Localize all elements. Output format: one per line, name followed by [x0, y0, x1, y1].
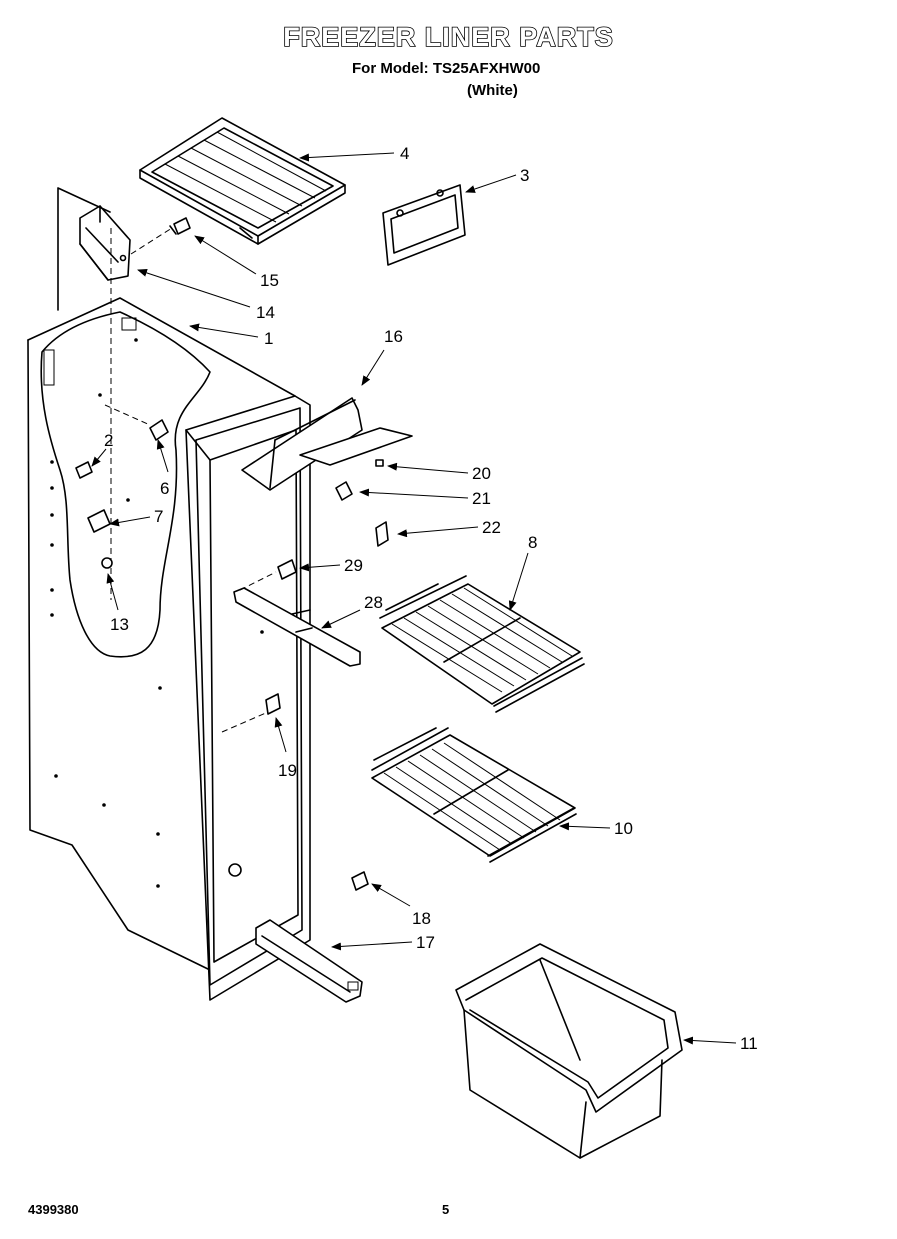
document-number: 4399380 — [28, 1202, 79, 1217]
dashed-guide — [130, 227, 173, 255]
part-28-bracket — [233, 571, 361, 667]
part-15-screw — [169, 217, 191, 235]
callout-17: 17 — [416, 933, 435, 952]
callout-21: 21 — [472, 489, 491, 508]
part-13-plug — [101, 557, 113, 569]
callout-28: 28 — [364, 593, 383, 612]
page-number: 5 — [442, 1202, 450, 1217]
callout-labels: 4 3 15 14 1 16 2 6 7 13 20 21 22 8 29 28… — [104, 144, 758, 1053]
part-17-trim — [255, 919, 363, 1003]
part-29-screw — [277, 559, 297, 580]
callout-8: 8 — [528, 533, 537, 552]
callout-13: 13 — [110, 615, 129, 634]
callout-3: 3 — [520, 166, 529, 185]
part-22-clip — [375, 521, 389, 547]
part-14-bracket — [79, 205, 131, 281]
leader-lines — [91, 152, 737, 1045]
part-3-frame — [382, 184, 466, 266]
part-10-wire-shelf — [371, 727, 577, 863]
part-6-clip — [149, 419, 169, 441]
callout-4: 4 — [400, 144, 409, 163]
callout-7: 7 — [154, 507, 163, 526]
part-21-fastener — [335, 481, 353, 501]
callout-29: 29 — [344, 556, 363, 575]
callout-18: 18 — [412, 909, 431, 928]
callout-11: 11 — [740, 1034, 758, 1053]
callout-2: 2 — [104, 431, 113, 450]
callout-6: 6 — [160, 479, 169, 498]
part-18-screw — [351, 871, 369, 891]
part-11-bin — [455, 943, 683, 1159]
model-line: For Model: TS25AFXHW00 — [352, 60, 541, 77]
part-7-fastener — [87, 509, 111, 533]
callout-14: 14 — [256, 303, 275, 322]
part-2-screw — [75, 461, 93, 479]
callout-1: 1 — [264, 329, 273, 348]
part-16-cover — [241, 397, 363, 491]
diagram-title: FREEZER LINER PARTS — [282, 21, 614, 53]
part-20-plate — [299, 427, 413, 467]
callout-10: 10 — [614, 819, 633, 838]
callout-22: 22 — [482, 518, 501, 537]
part-4-top-shelf — [139, 117, 346, 245]
part-19-clip — [265, 693, 281, 715]
callout-16: 16 — [384, 327, 403, 346]
callout-15: 15 — [260, 271, 279, 290]
color-line: (White) — [467, 82, 518, 99]
callout-19: 19 — [278, 761, 297, 780]
part-8-wire-shelf — [379, 575, 585, 713]
part-1-liner — [27, 187, 311, 1001]
callout-20: 20 — [472, 464, 491, 483]
